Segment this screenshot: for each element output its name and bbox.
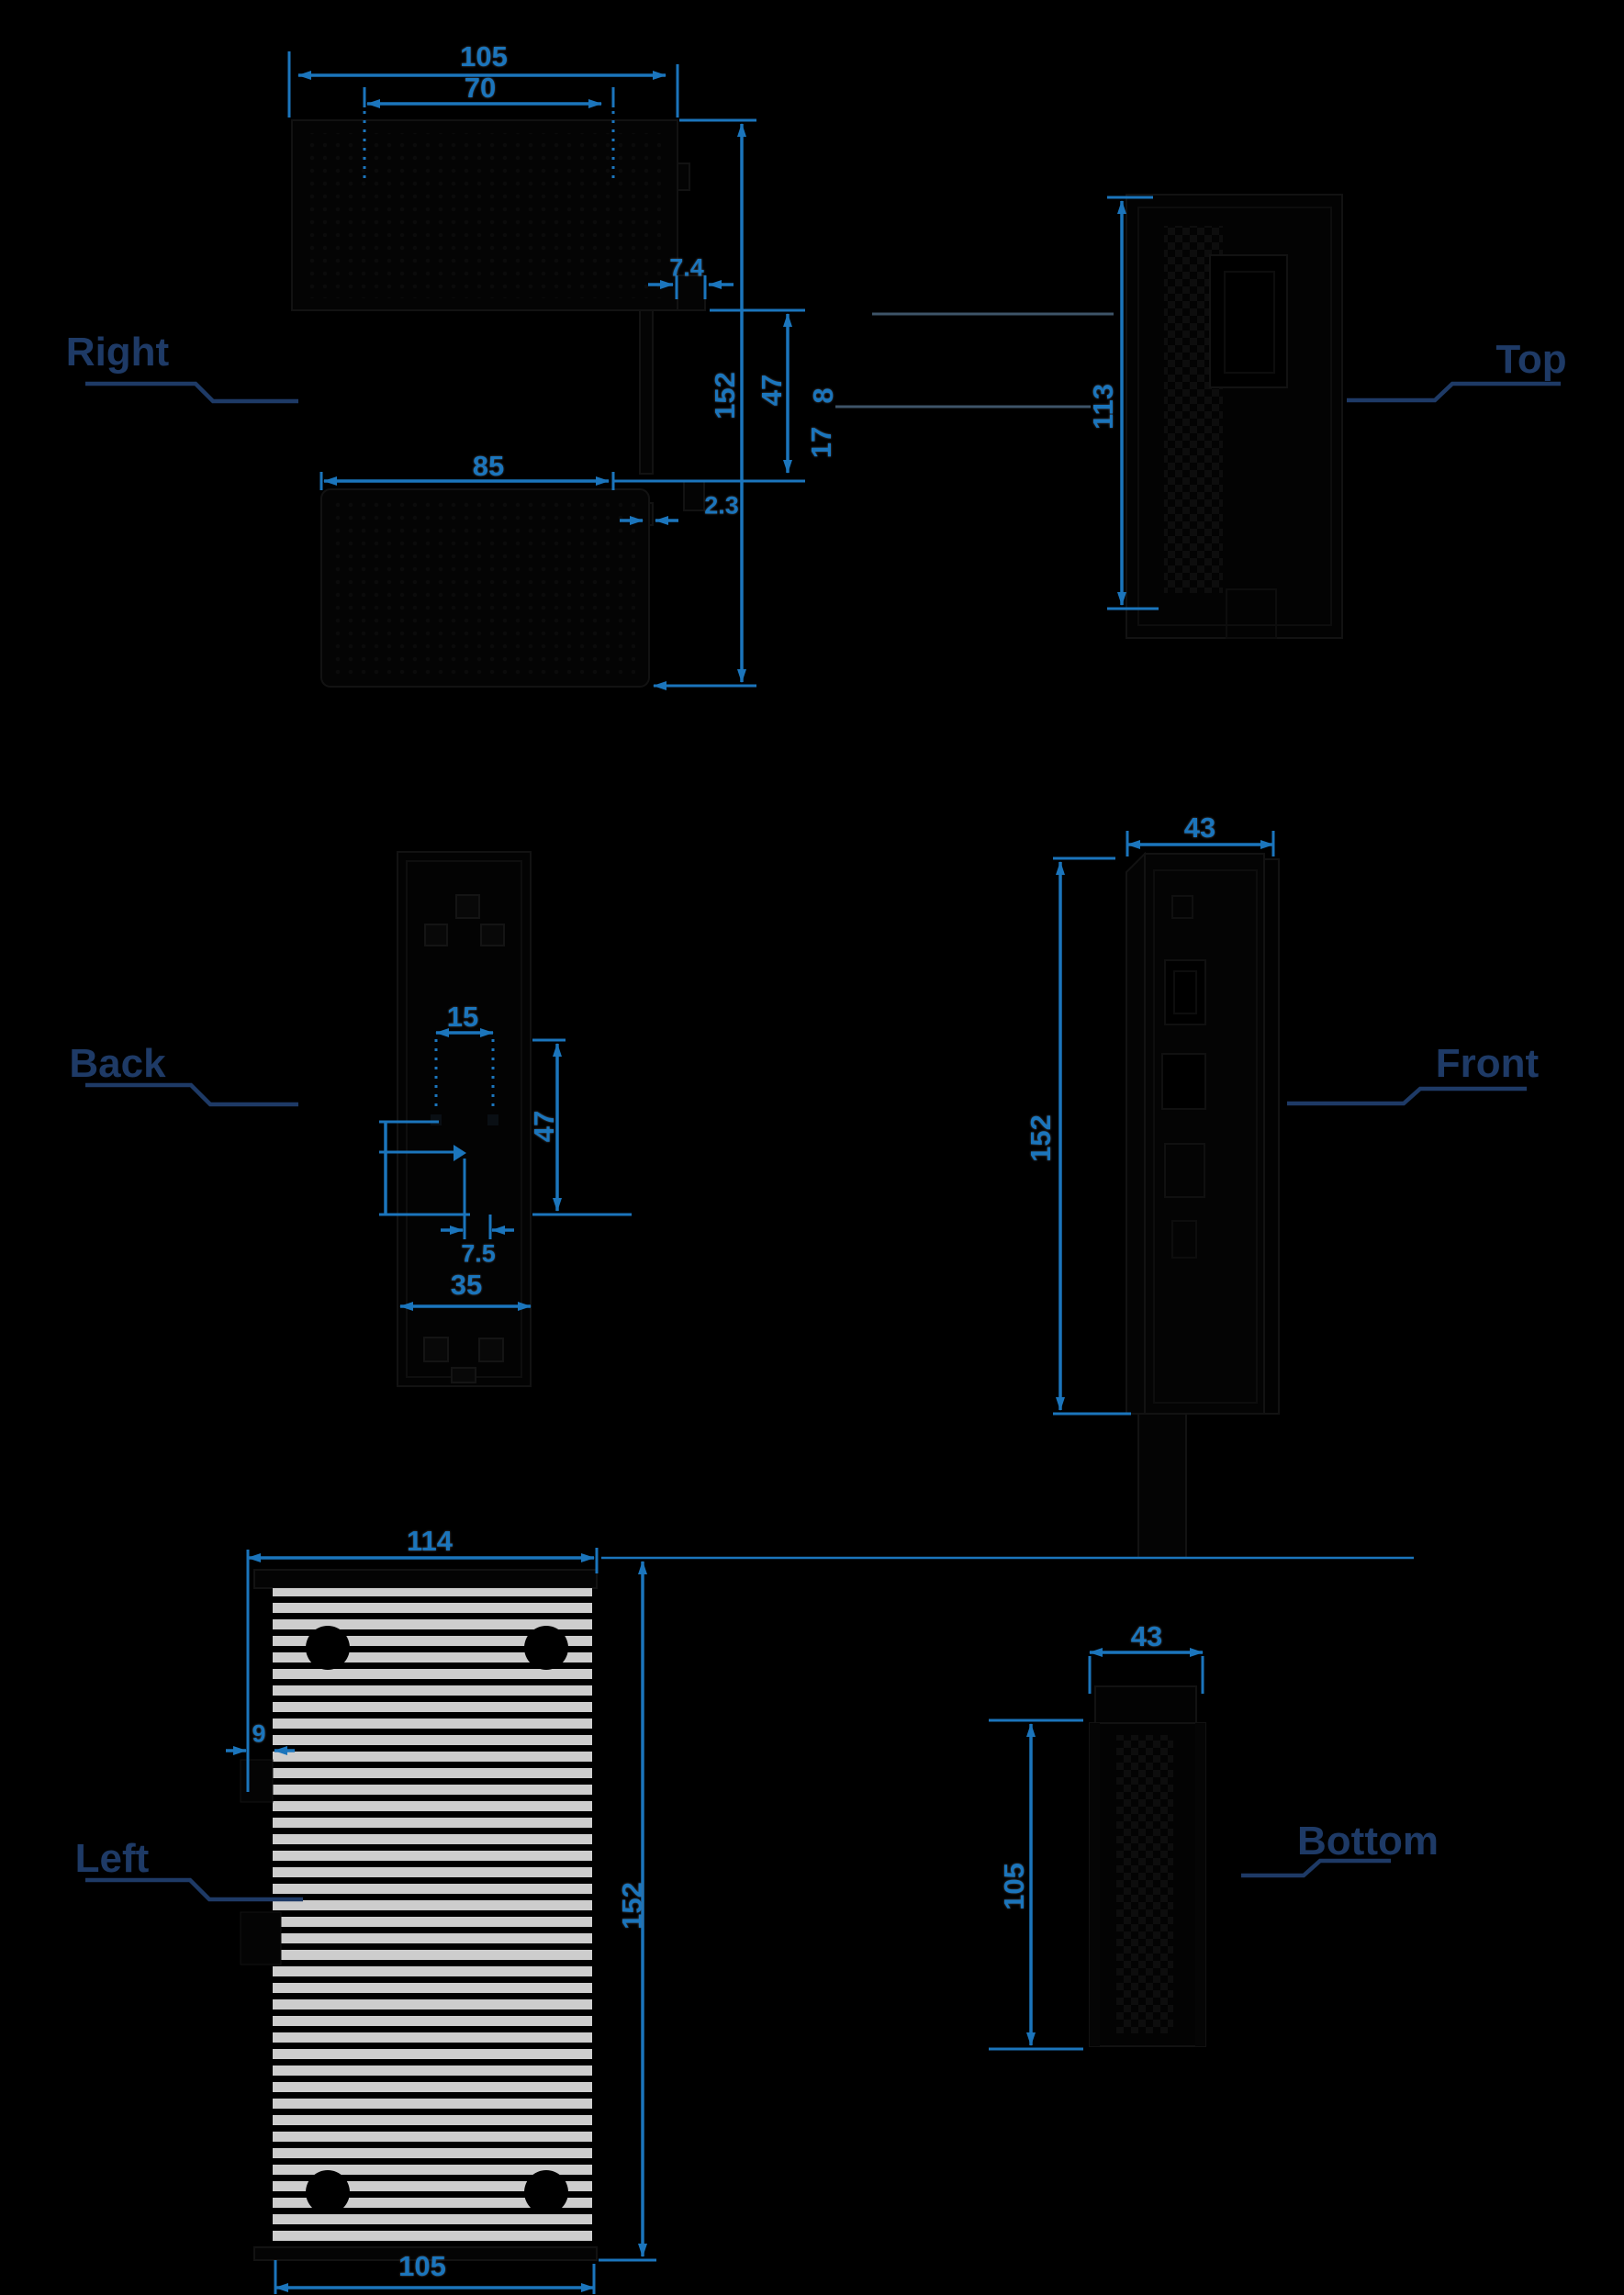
top-view-label: Top	[1495, 337, 1567, 382]
view-label-leaders	[85, 381, 1561, 1902]
dim-front-width: 43	[1183, 812, 1216, 844]
dim-left-top-width: 114	[406, 1525, 454, 1557]
dim-right-body-width: 85	[472, 450, 505, 482]
dim-right-lip-thickness: 2.3	[704, 491, 739, 520]
top-view-artwork	[1126, 194, 1343, 639]
left-view-artwork	[240, 1569, 598, 2261]
bottom-view-label: Bottom	[1297, 1819, 1439, 1864]
right-view-label: Right	[65, 330, 170, 375]
right-leader-line	[85, 381, 298, 404]
dim-right-clip-b: 17	[805, 426, 837, 459]
right-view-artwork	[291, 119, 706, 688]
dim-right-height: 152	[709, 372, 741, 420]
dim-right-top-width: 105	[460, 40, 508, 73]
back-view-label: Back	[69, 1041, 166, 1086]
left-view-label: Left	[74, 1836, 150, 1881]
dim-left-body-width: 105	[398, 2250, 446, 2282]
dim-front-height: 152	[1025, 1114, 1057, 1162]
dim-back-hole-spacing: 15	[446, 1001, 479, 1033]
back-view-artwork	[397, 851, 532, 1387]
dim-left-height: 152	[616, 1882, 648, 1930]
dim-bottom-depth: 105	[998, 1863, 1030, 1910]
dim-back-rail-width: 35	[450, 1269, 483, 1301]
heatsink-fins	[273, 1588, 592, 2247]
dim-bottom-width: 43	[1130, 1620, 1163, 1652]
left-leader-line	[85, 1877, 303, 1902]
dim-right-foot-height: 47	[756, 374, 788, 407]
dim-back-clip-height: 47	[528, 1110, 560, 1143]
dim-right-hole-spacing: 70	[464, 72, 497, 104]
dim-top-depth: 113	[1087, 383, 1119, 431]
front-view-artwork	[1126, 851, 1280, 1559]
top-leader-line	[1347, 381, 1561, 403]
dimension-lines	[226, 51, 1414, 2294]
front-leader-line	[1287, 1086, 1527, 1106]
dim-right-clip-width: 7.4	[669, 253, 704, 282]
dim-right-clip-a: 8	[807, 387, 839, 404]
reference-lines	[835, 312, 1114, 409]
dim-back-lip-width: 7.5	[461, 1239, 496, 1268]
dim-left-clip-offset: 9	[252, 1719, 266, 1748]
front-view-label: Front	[1435, 1041, 1540, 1086]
bottom-view-artwork	[1089, 1685, 1206, 2047]
bottom-leader-line	[1241, 1858, 1391, 1878]
back-leader-line	[85, 1082, 298, 1107]
